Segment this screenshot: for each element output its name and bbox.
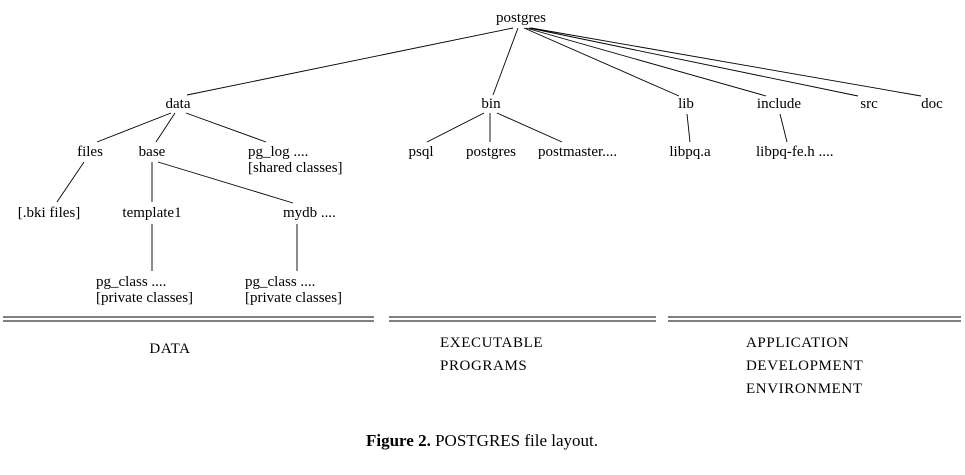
edge-lib-libpqa — [686, 113, 691, 143]
edge-postgres-src — [528, 27, 859, 97]
edge-data-base — [155, 112, 176, 143]
node-pg-log: pg_log .... — [248, 144, 309, 160]
node-bki-files: [.bki files] — [17, 205, 81, 221]
section-label-data: DATA — [149, 341, 191, 357]
node-libpq-a: libpq.a — [669, 144, 711, 160]
node-pg-class-template1: pg_class .... — [96, 274, 167, 290]
node-pg-class-mydb: pg_class .... — [245, 274, 316, 290]
node-lib: lib — [678, 96, 694, 112]
node-include: include — [756, 96, 802, 112]
edge-data-pglog — [185, 112, 267, 143]
edge-postgres-bin — [492, 27, 519, 96]
figure-caption-number: Figure 2. — [365, 431, 431, 450]
node-pg-class-mydb-note: [private classes] — [245, 290, 343, 306]
edge-postgres-include — [525, 27, 767, 97]
section-label-application-1: APPLICATION — [746, 335, 850, 351]
section-label-application-3: ENVIRONMENT — [746, 381, 863, 397]
edge-base-mydb — [157, 161, 294, 204]
edge-bin-psql — [426, 112, 485, 143]
node-template1: template1 — [122, 205, 182, 221]
edge-include-libpqfe — [779, 113, 788, 143]
edge-postgres-lib — [523, 27, 680, 97]
node-libpq-fe: libpq-fe.h .... — [756, 144, 834, 160]
node-postgres: postgres — [496, 10, 546, 26]
node-doc: doc — [921, 96, 943, 112]
node-mydb: mydb .... — [283, 205, 336, 221]
node-psql: psql — [408, 144, 434, 160]
node-files: files — [77, 144, 103, 160]
figure-caption: Figure 2. POSTGRES file layout. — [366, 431, 598, 451]
node-postgres-bin: postgres — [466, 144, 516, 160]
section-label-application-2: DEVELOPMENT — [746, 358, 864, 374]
edge-files-bki — [56, 161, 85, 203]
node-pg-log-note: [shared classes] — [248, 160, 343, 176]
node-src: src — [860, 96, 878, 112]
figure-caption-text: POSTGRES file layout. — [435, 431, 599, 450]
node-base: base — [138, 144, 166, 160]
edge-bin-postmaster — [496, 112, 563, 143]
section-label-executable-2: PROGRAMS — [440, 358, 528, 374]
node-pg-class-template1-note: [private classes] — [96, 290, 194, 306]
node-postmaster: postmaster.... — [538, 144, 618, 160]
edge-postgres-data — [186, 27, 514, 96]
edge-postgres-doc — [530, 27, 922, 97]
node-data: data — [165, 96, 191, 112]
edge-data-files — [96, 112, 172, 143]
section-label-executable-1: EXECUTABLE — [440, 335, 544, 351]
node-bin: bin — [481, 96, 501, 112]
